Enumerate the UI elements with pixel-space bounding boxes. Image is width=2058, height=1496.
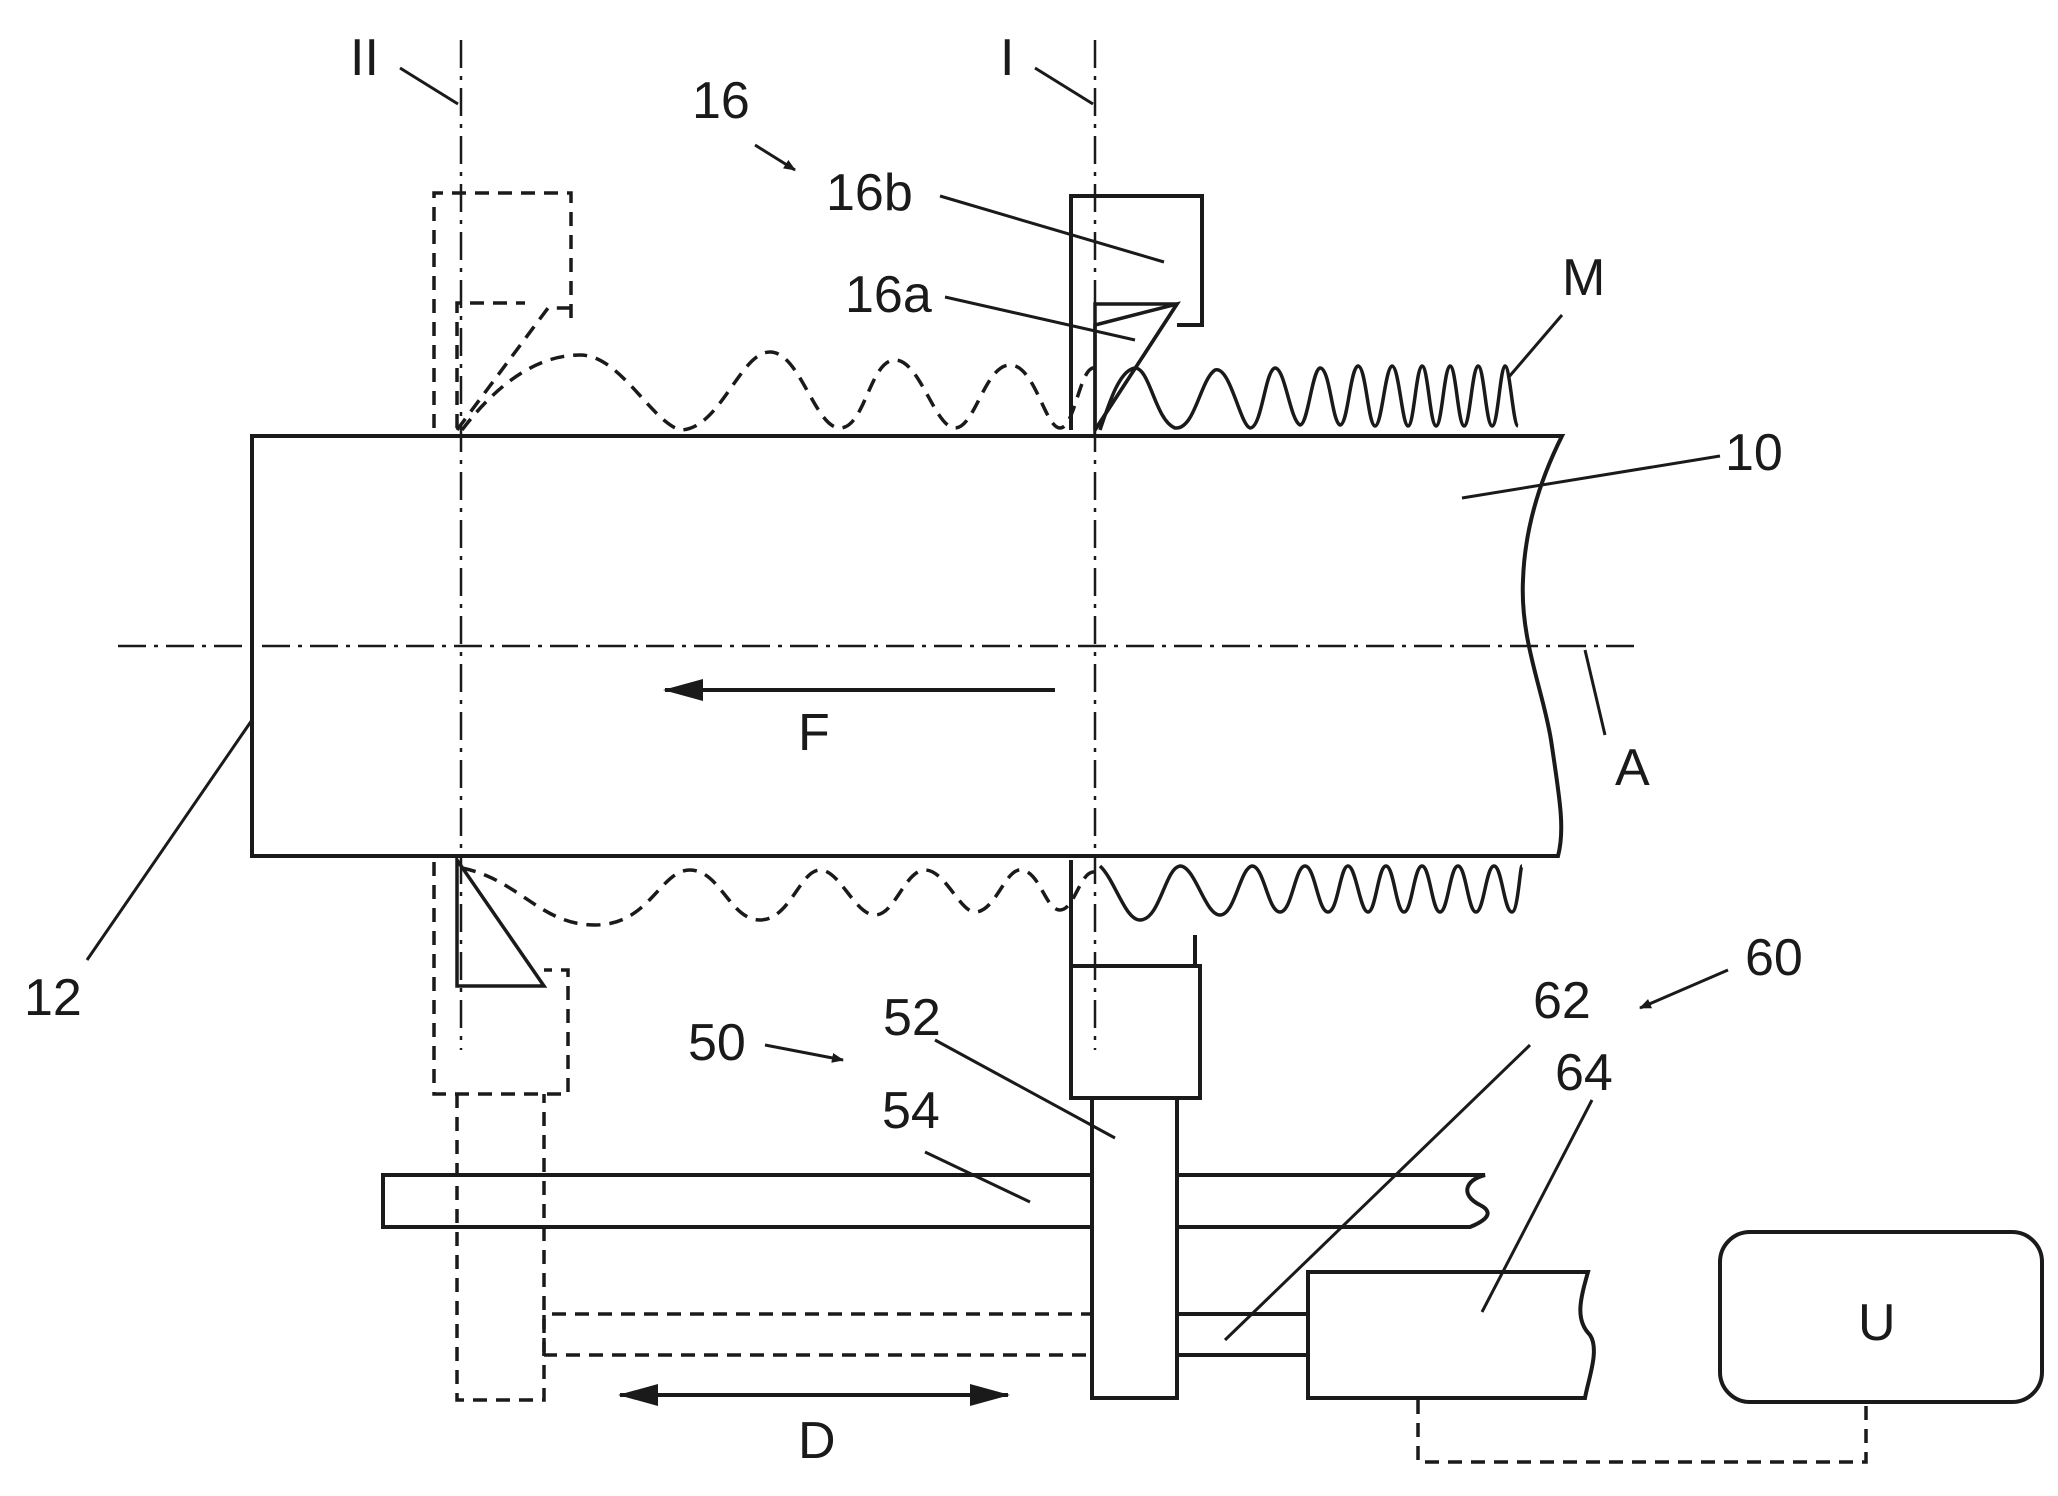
leader-64 [1482, 1100, 1592, 1312]
label-direction-d: D [798, 1412, 836, 1470]
label-54: 54 [882, 1082, 940, 1140]
label-62: 62 [1533, 972, 1591, 1030]
material-m-bottom [1100, 866, 1522, 920]
control-connection [1418, 1400, 1866, 1462]
tool-16-top [1071, 196, 1202, 430]
carriage-52 [1092, 1098, 1177, 1398]
label-10: 10 [1725, 424, 1783, 482]
label-unit-u: U [1858, 1294, 1896, 1352]
piston-rod-dashed [544, 1314, 1092, 1356]
arrow-60 [1640, 970, 1728, 1008]
leader-52 [935, 1040, 1115, 1138]
leader-ii [400, 68, 458, 104]
label-plane-ii: II [350, 29, 379, 87]
leader-a [1585, 650, 1605, 735]
leader-12 [87, 720, 252, 960]
leader-62 [1225, 1045, 1530, 1340]
tool-position-ii-bottom [434, 860, 568, 1400]
material-m-top [1100, 366, 1518, 430]
leader-10 [1462, 456, 1720, 498]
cylinder-64 [1308, 1272, 1594, 1398]
tool-16-bottom [1071, 860, 1200, 1098]
tool-position-ii-top [434, 193, 571, 430]
leader-m [1508, 315, 1562, 378]
arrow-16 [755, 145, 795, 170]
material-wave-dashed-top [462, 352, 1095, 430]
label-52: 52 [883, 989, 941, 1047]
rail-54 [383, 1175, 1488, 1227]
label-16: 16 [692, 72, 750, 130]
label-60: 60 [1745, 929, 1803, 987]
label-16a: 16a [845, 266, 932, 324]
label-50: 50 [688, 1014, 746, 1072]
arrow-50 [765, 1045, 843, 1060]
label-12: 12 [24, 969, 82, 1027]
label-material-m: M [1562, 249, 1605, 307]
leader-16b [940, 196, 1164, 262]
label-64: 64 [1555, 1044, 1613, 1102]
label-axis-a: A [1615, 739, 1650, 797]
leader-i [1035, 68, 1093, 104]
label-direction-f: F [798, 704, 830, 762]
piston-rod-62 [1177, 1314, 1308, 1355]
label-16b: 16b [826, 164, 913, 222]
material-wave-dashed-bottom [462, 868, 1095, 925]
label-plane-i: I [1000, 29, 1014, 87]
